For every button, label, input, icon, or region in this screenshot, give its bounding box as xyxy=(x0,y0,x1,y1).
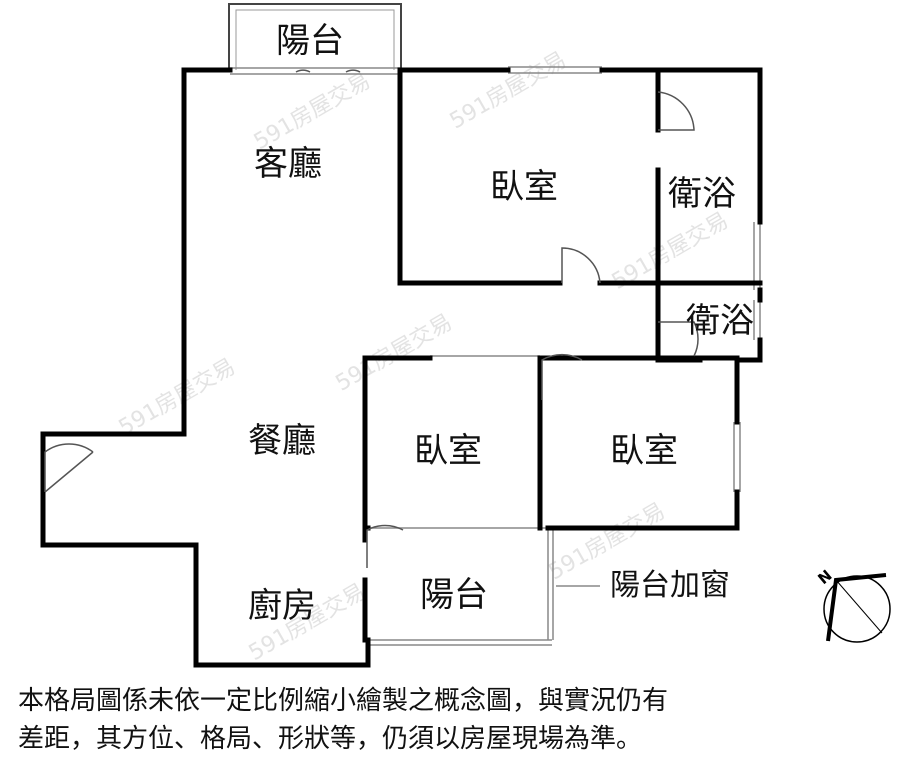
compass-label: N xyxy=(814,566,835,588)
room-label-bedroom-main: 臥室 xyxy=(490,167,558,207)
room-label-bedroom-3: 臥室 xyxy=(610,431,678,471)
room-label-bath-1: 衛浴 xyxy=(668,174,736,214)
watermark-4: 591房屋交易 xyxy=(332,310,457,397)
watermark-3: 591房屋交易 xyxy=(115,354,240,441)
room-label-living-room: 客廳 xyxy=(254,144,322,184)
room-label-balcony-top: 陽台 xyxy=(276,21,344,61)
door-bath-2 xyxy=(658,321,699,357)
room-label-kitchen: 廚房 xyxy=(248,586,316,626)
watermark-2: 591房屋交易 xyxy=(446,48,571,135)
door-front xyxy=(44,443,94,493)
room-label-balcony-bottom: 陽台 xyxy=(420,575,488,615)
door-bath-1 xyxy=(657,91,695,131)
door-bedroom-main xyxy=(561,247,601,284)
doors xyxy=(44,69,699,568)
room-label-bath-2: 衛浴 xyxy=(686,301,754,341)
disclaimer-line-1: 本格局圖係未依一定比例縮小繪製之概念圖，與實況仍有 xyxy=(18,686,669,716)
thin-lines xyxy=(230,66,761,646)
floor-plan: 591房屋交易 591房屋交易 591房屋交易 591房屋交易 591房屋交易 … xyxy=(40,3,891,668)
walls xyxy=(40,67,763,668)
door-top-balcony xyxy=(295,69,361,73)
north-arrow-icon: N xyxy=(814,566,891,643)
door-kitchen-balcony xyxy=(366,524,404,568)
balcony-top-box xyxy=(228,3,402,70)
annotation-balcony-window: 陽台加窗 xyxy=(610,568,730,603)
door-bedroom-3 xyxy=(541,353,583,400)
room-labels: 陽台 客廳 臥室 衛浴 衛浴 餐廳 臥室 臥室 廚房 陽台 陽台加窗 xyxy=(248,21,754,626)
room-label-dining-room: 餐廳 xyxy=(248,421,316,461)
disclaimer-line-2: 差距，其方位、格局、形狀等，仍須以房屋現場為準。 xyxy=(18,724,643,754)
room-label-bedroom-2: 臥室 xyxy=(414,431,482,471)
watermark-1: 591房屋交易 xyxy=(250,68,375,155)
